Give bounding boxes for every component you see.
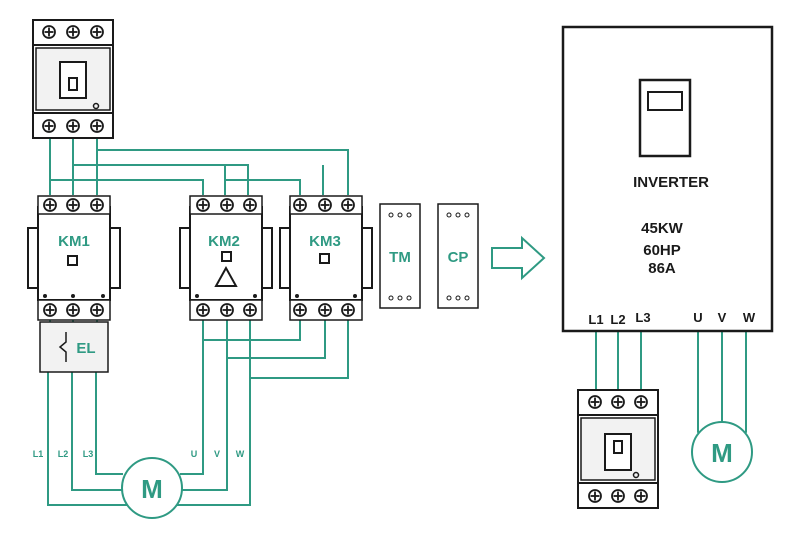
breaker-top bbox=[32, 19, 114, 139]
terminal-screw-icon bbox=[341, 198, 355, 212]
terminal-screw-icon bbox=[634, 395, 648, 409]
terminal-screw-icon bbox=[196, 303, 210, 317]
inverter-power-kw: 45KW bbox=[641, 220, 684, 237]
terminal-screw-icon bbox=[43, 198, 57, 212]
terminal-screw-icon bbox=[318, 198, 332, 212]
arrow-right-icon bbox=[491, 235, 546, 281]
module-tm: TM bbox=[379, 203, 421, 309]
terminal-screw-icon bbox=[611, 489, 625, 503]
label-w: W bbox=[236, 449, 245, 459]
label-u: U bbox=[191, 449, 198, 459]
inverter-title: INVERTER bbox=[633, 174, 709, 191]
breaker-toggle-icon bbox=[59, 61, 87, 99]
terminal-screw-icon bbox=[220, 303, 234, 317]
terminal-screw-icon bbox=[66, 119, 80, 133]
label-l1: L1 bbox=[33, 449, 44, 459]
inverter-output-w: W bbox=[743, 310, 756, 325]
inverter: INVERTER 45KW 60HP 86A L1 L2 L3 U V W bbox=[561, 25, 774, 333]
el-label: EL bbox=[76, 340, 95, 357]
contactor-km3: KM3 bbox=[279, 195, 373, 321]
terminal-screw-icon bbox=[243, 303, 257, 317]
km2-label: KM2 bbox=[208, 233, 240, 250]
terminal-screw-icon bbox=[341, 303, 355, 317]
terminal-screws bbox=[42, 25, 648, 503]
terminal-screw-icon bbox=[90, 303, 104, 317]
motor-right-label: M bbox=[711, 438, 733, 468]
motor-right: M bbox=[691, 421, 753, 483]
terminal-screw-icon bbox=[588, 489, 602, 503]
contactor-km2: KM2 bbox=[179, 195, 273, 321]
terminal-screw-icon bbox=[43, 303, 57, 317]
motor-left: M bbox=[121, 457, 183, 519]
motor-icon bbox=[121, 457, 183, 519]
breaker-bottom bbox=[577, 389, 659, 509]
km1-label: KM1 bbox=[58, 233, 90, 250]
inverter-output-u: U bbox=[693, 310, 702, 325]
terminal-screw-icon bbox=[90, 198, 104, 212]
terminal-screw-icon bbox=[243, 198, 257, 212]
inverter-input-l1: L1 bbox=[588, 312, 603, 327]
inverter-input-l3: L3 bbox=[635, 310, 650, 325]
overload-relay-el: EL bbox=[39, 321, 109, 373]
terminal-screw-icon bbox=[66, 303, 80, 317]
terminal-screw-icon bbox=[220, 198, 234, 212]
terminal-screw-icon bbox=[634, 489, 648, 503]
terminal-screw-icon bbox=[90, 25, 104, 39]
terminal-screw-icon bbox=[318, 303, 332, 317]
label-v: V bbox=[214, 449, 220, 459]
terminal-screw-icon bbox=[196, 198, 210, 212]
terminal-screw-icon bbox=[66, 198, 80, 212]
wires bbox=[47, 135, 747, 506]
terminal-screw-icon bbox=[293, 303, 307, 317]
module-cp: CP bbox=[437, 203, 479, 309]
terminal-screw-icon bbox=[611, 395, 625, 409]
overload-relay-icon bbox=[58, 332, 67, 362]
terminal-screw-icon bbox=[293, 198, 307, 212]
terminal-screw-icon bbox=[42, 119, 56, 133]
left-terminal-labels: L1 L2 L3 U V W bbox=[33, 449, 245, 459]
terminal-screw-icon bbox=[90, 119, 104, 133]
motor-left-label: M bbox=[141, 474, 163, 504]
inverter-output-v: V bbox=[718, 310, 727, 325]
label-l2: L2 bbox=[58, 449, 69, 459]
terminal-screw-icon bbox=[588, 395, 602, 409]
inverter-current: 86A bbox=[648, 260, 676, 277]
terminal-screw-icon bbox=[42, 25, 56, 39]
motor-icon bbox=[691, 421, 753, 483]
inverter-input-l2: L2 bbox=[610, 312, 625, 327]
cp-label: CP bbox=[448, 249, 469, 266]
inverter-power-hp: 60HP bbox=[643, 242, 681, 259]
contactor-km1: KM1 bbox=[27, 195, 121, 321]
km3-label: KM3 bbox=[309, 233, 341, 250]
label-l3: L3 bbox=[83, 449, 94, 459]
terminal-screw-icon bbox=[66, 25, 80, 39]
delta-icon bbox=[214, 265, 238, 287]
tm-label: TM bbox=[389, 249, 411, 266]
